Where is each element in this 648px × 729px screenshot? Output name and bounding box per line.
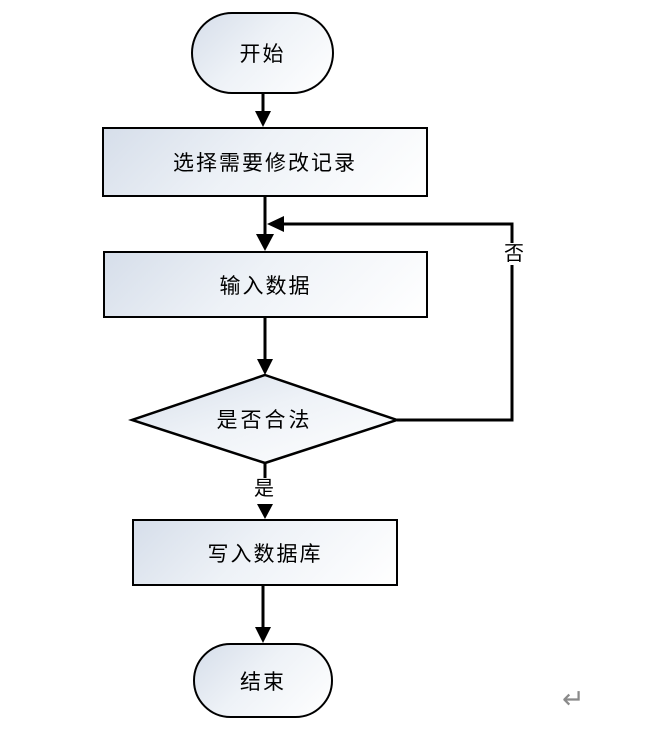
edge-label-no: 否 bbox=[503, 243, 525, 265]
node-end-label: 结束 bbox=[240, 670, 286, 694]
node-end: 结束 bbox=[193, 643, 333, 718]
arrowhead-select-to-input bbox=[256, 234, 274, 251]
node-write-db-label: 写入数据库 bbox=[207, 542, 323, 566]
arrowhead-no-loop bbox=[267, 216, 284, 232]
edge-label-yes: 是 bbox=[253, 478, 275, 500]
arrowhead-start-to-select bbox=[255, 111, 271, 127]
node-select-record-label: 选择需要修改记录 bbox=[173, 152, 357, 175]
edge-no-loop bbox=[284, 222, 514, 422]
arrowhead-write-to-end bbox=[255, 627, 271, 643]
node-write-db: 写入数据库 bbox=[132, 519, 398, 586]
arrowhead-input-to-decision bbox=[257, 359, 273, 375]
node-start: 开始 bbox=[191, 12, 334, 94]
node-decision: 是否合法 bbox=[132, 375, 397, 463]
node-select-record: 选择需要修改记录 bbox=[102, 127, 428, 197]
arrowhead-decision-to-write bbox=[257, 504, 273, 519]
node-start-label: 开始 bbox=[239, 43, 286, 66]
node-input-data-label: 输入数据 bbox=[219, 274, 312, 298]
paragraph-return-mark-icon: ↵ bbox=[562, 684, 585, 714]
node-input-data: 输入数据 bbox=[103, 251, 428, 318]
node-decision-label: 是否合法 bbox=[216, 409, 313, 432]
